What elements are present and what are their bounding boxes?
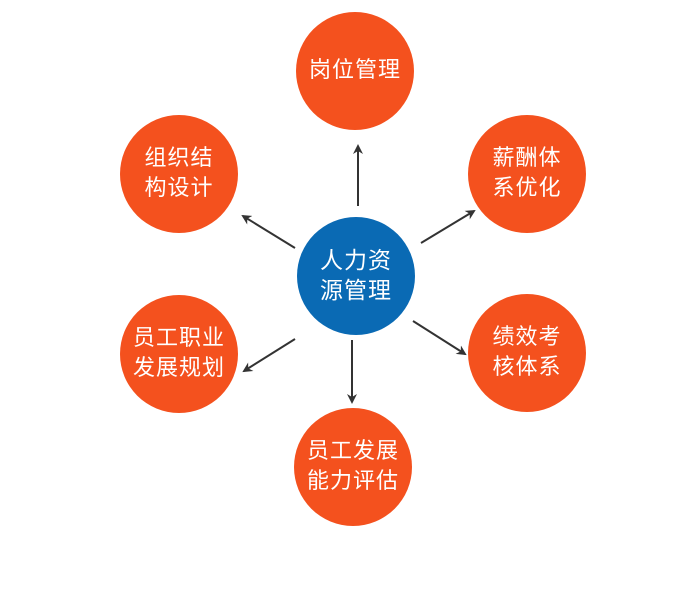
node-compensation-line-2: 系优化 xyxy=(492,176,562,201)
arrow-to-bottom-right xyxy=(412,320,467,356)
node-compensation-line-1: 薪酬体 xyxy=(492,146,562,171)
node-career-development-planning: 员工职业 发展规划 xyxy=(120,295,238,413)
center-node-line-1: 人力资 xyxy=(320,248,392,274)
node-organization-line-1: 组织结 xyxy=(144,146,214,171)
node-capability-line-1: 员工发展 xyxy=(306,439,399,464)
node-compensation-optimization: 薪酬体 系优化 xyxy=(468,115,586,233)
node-career-line-2: 发展规划 xyxy=(132,356,225,381)
center-node-hr-management: 人力资 源管理 xyxy=(297,217,415,335)
node-employee-capability-assessment: 员工发展 能力评估 xyxy=(294,408,412,526)
node-position-management-line-1: 岗位管理 xyxy=(308,58,401,83)
node-capability-line-2: 能力评估 xyxy=(306,469,399,494)
node-performance-line-1: 绩效考 xyxy=(492,325,562,350)
center-node-line-2: 源管理 xyxy=(320,278,392,304)
node-performance-line-2: 核体系 xyxy=(492,355,562,380)
arrow-to-top-left xyxy=(241,214,296,249)
node-position-management: 岗位管理 xyxy=(296,12,414,130)
node-organization-design: 组织结 构设计 xyxy=(120,115,238,233)
arrow-to-top-right xyxy=(420,209,476,244)
node-performance-system: 绩效考 核体系 xyxy=(468,294,586,412)
node-career-line-1: 员工职业 xyxy=(132,326,225,351)
arrow-to-bottom-left xyxy=(242,338,296,373)
node-organization-line-2: 构设计 xyxy=(144,176,214,201)
